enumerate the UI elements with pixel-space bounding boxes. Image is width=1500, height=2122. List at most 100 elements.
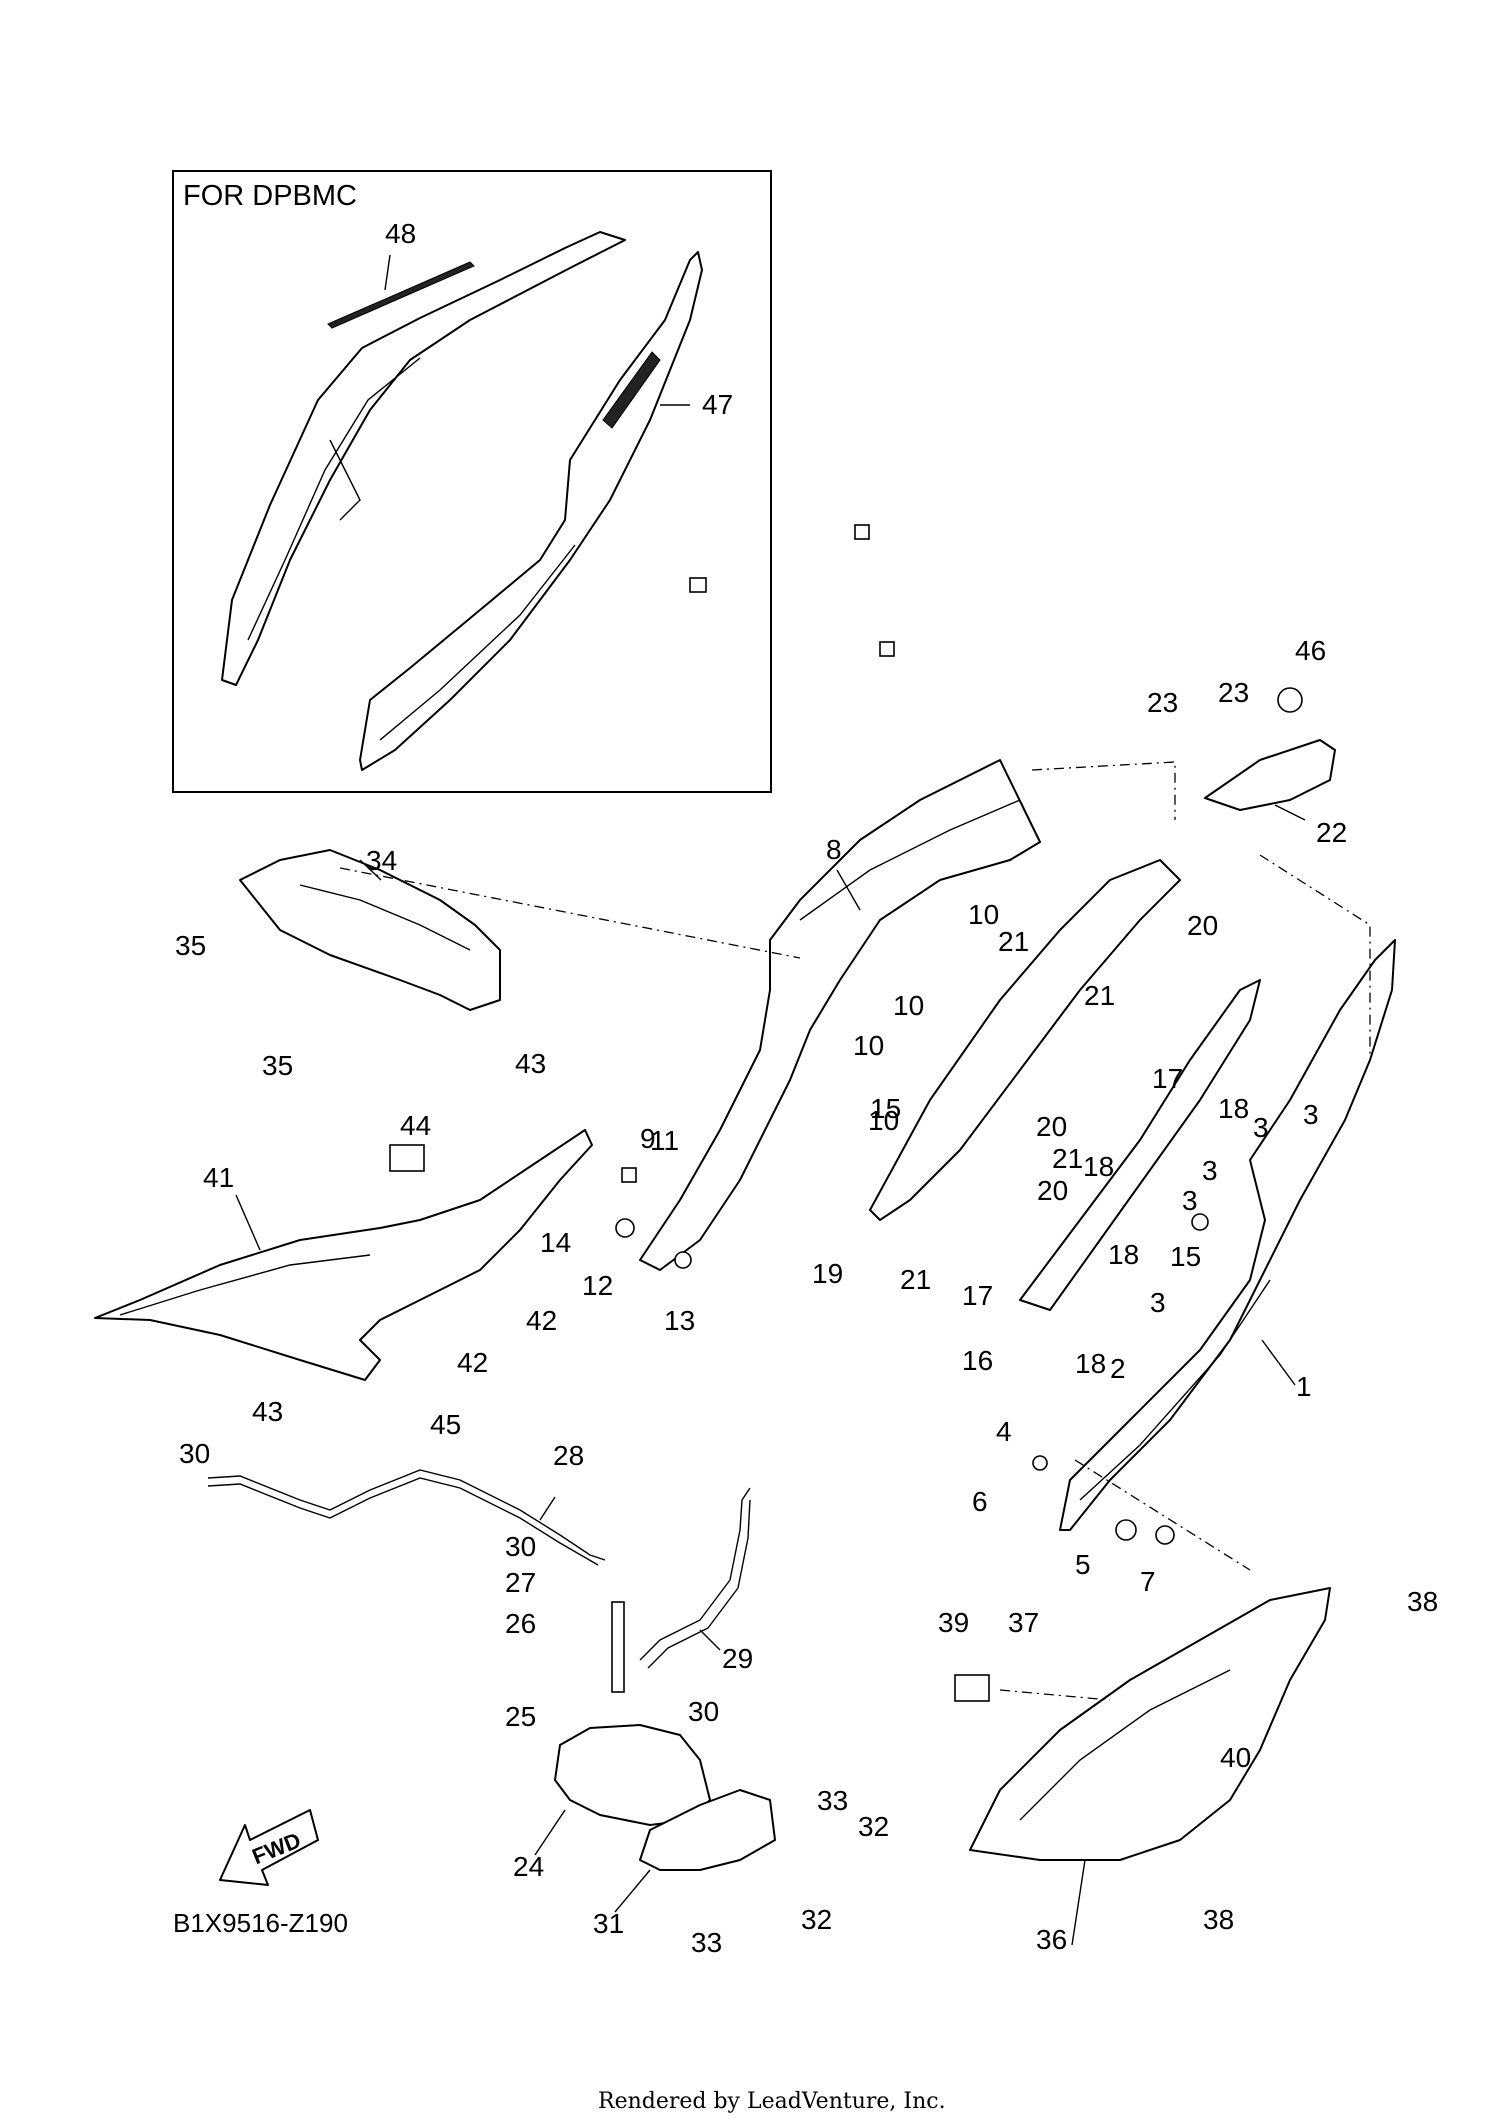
clip-10a [854,524,870,540]
callout-30a: 30 [179,1438,210,1469]
grommet-12 [615,1218,635,1238]
side-cover-1 [1059,939,1396,1531]
callout-13: 13 [664,1305,695,1336]
footer-credit: Rendered by LeadVenture, Inc. [598,2089,946,2114]
leader-34 [359,859,382,881]
callout-36: 36 [1036,1924,1067,1955]
callout-3b: 3 [1253,1112,1269,1143]
pad-39 [954,1674,990,1702]
inset-title: FOR DPBMC [183,180,357,212]
callout-10a: 10 [968,899,999,930]
nut-11 [621,1167,637,1183]
callout-10b: 10 [893,990,924,1021]
callout-10c: 10 [853,1030,884,1061]
callout-3c: 3 [1202,1155,1218,1186]
inset-right-edge [379,544,576,741]
cover-34 [239,849,501,1011]
leader-1 [1261,1339,1296,1386]
callout-1: 1 [1296,1371,1312,1402]
callout-21a: 21 [998,926,1029,957]
callout-37: 37 [1008,1607,1039,1638]
callout-42b: 42 [457,1347,488,1378]
callout-44: 44 [400,1110,431,1141]
callout-18c: 18 [1108,1239,1139,1270]
panel-8-edge [799,799,1021,921]
cover-36 [969,1587,1331,1861]
callout-21b: 21 [1084,980,1115,1011]
rear-side-cover-assy [615,524,1396,1545]
grommet-5 [1115,1519,1137,1541]
bolt-7 [1155,1525,1175,1545]
hose-29-b [647,1499,751,1669]
pipe-26 [611,1601,625,1693]
leader-22 [1274,804,1306,821]
dash-34 [339,867,801,959]
callout-9: 9 [640,1123,656,1154]
callout-2: 2 [1110,1353,1126,1384]
cover-41 [94,1129,593,1381]
dash-22 [1259,854,1371,1060]
clip-markers [615,524,1303,1545]
callout-8: 8 [826,834,842,865]
callout-6: 6 [972,1486,988,1517]
callout-30b: 30 [505,1531,536,1562]
callout-40: 40 [1220,1742,1251,1773]
clip-9 [689,577,707,593]
callout-35b: 35 [262,1050,293,1081]
hose-29 [639,1487,751,1661]
leader-8 [836,869,861,911]
callout-19: 19 [812,1258,843,1289]
dash-39 [999,1689,1111,1701]
callout-32b: 32 [801,1904,832,1935]
decal-47-grille [602,351,661,429]
rear-cover-22 [1204,739,1336,811]
leader-24 [534,1809,566,1856]
leader-lines [235,804,1306,1946]
cover-34-inner [299,884,471,951]
pad-44 [389,1144,425,1172]
callout-32a: 32 [858,1811,889,1842]
callout-20c: 20 [1037,1175,1068,1206]
hose-28 [207,1469,606,1561]
fwd-arrow-icon: FWD [219,1809,319,1886]
inset-side-cover-right [359,251,703,771]
leader-41 [235,1194,261,1251]
callout-47: 47 [702,389,733,420]
callout-41: 41 [203,1162,234,1193]
collar-13 [674,1251,692,1269]
callout-33b: 33 [691,1927,722,1958]
callout-27: 27 [505,1567,536,1598]
callout-38b: 38 [1203,1904,1234,1935]
callout-3a: 3 [1303,1099,1319,1130]
callout-labels: 48 47 46 23 23 22 8 34 35 35 10 21 20 10… [175,218,1438,1958]
assembly-lines [339,761,1371,1701]
callout-26: 26 [505,1608,536,1639]
callout-17b: 17 [962,1280,993,1311]
callout-48: 48 [385,218,416,249]
callout-43a: 43 [515,1048,546,1079]
callout-20a: 20 [1187,910,1218,941]
callout-14: 14 [540,1227,571,1258]
callout-18a: 18 [1218,1093,1249,1124]
bracket-19 [869,859,1181,1221]
callout-25: 25 [505,1701,536,1732]
diagram-code: B1X9516-Z190 [173,1908,348,1938]
leader-36 [1071,1859,1086,1946]
leader-48 [384,254,391,291]
callout-45: 45 [430,1409,461,1440]
inset-border [172,170,772,793]
cover-41-inner [119,1254,371,1316]
inset-panel: FOR DPBMC [172,170,772,793]
callout-15b: 15 [1170,1241,1201,1272]
leader-28 [539,1496,556,1521]
clip-15a [879,641,895,657]
decal-48-stripe [327,261,475,329]
leader-31 [614,1869,651,1913]
callout-29: 29 [722,1643,753,1674]
callout-17a: 17 [1152,1063,1183,1094]
callout-31: 31 [593,1908,624,1939]
inset-left-edge [247,357,421,641]
callout-34: 34 [366,845,397,876]
callout-20b: 20 [1036,1111,1067,1142]
callout-18d: 18 [1075,1348,1106,1379]
